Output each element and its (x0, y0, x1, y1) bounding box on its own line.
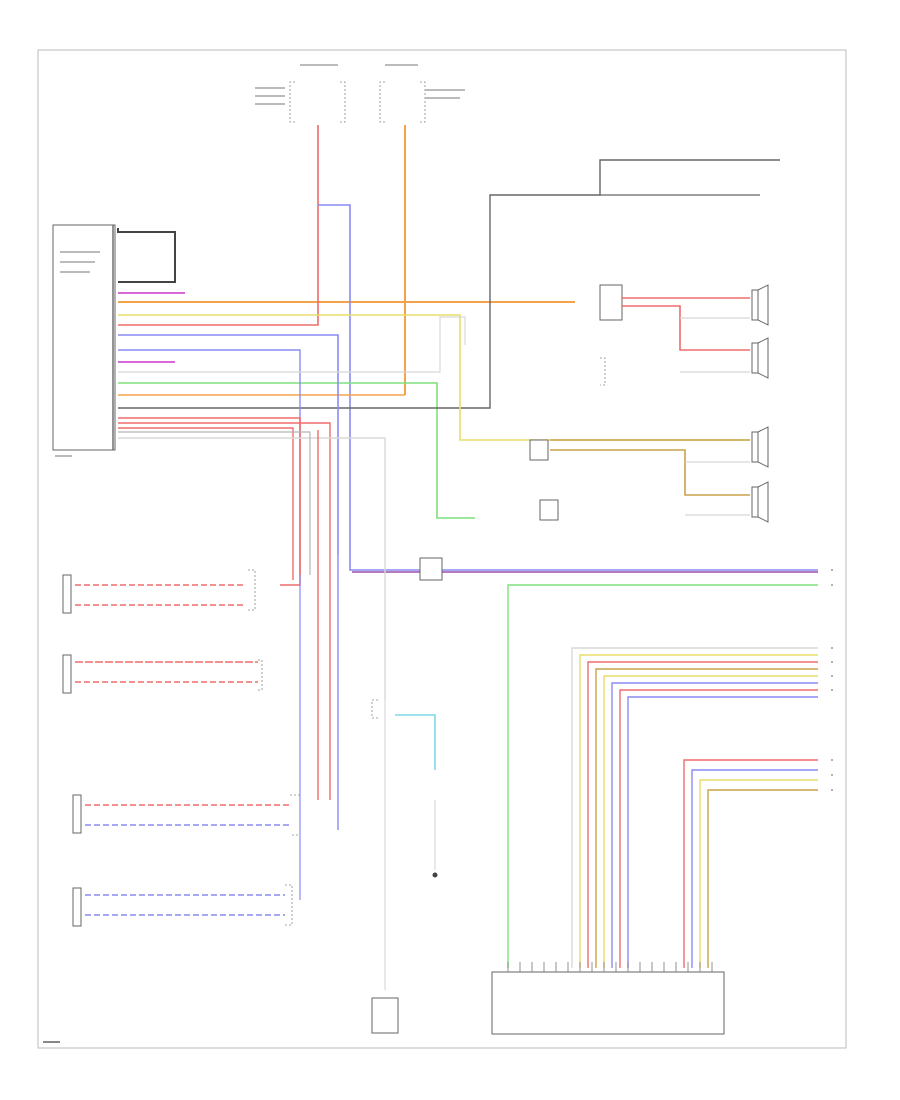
right-edge-pin-markers (831, 569, 833, 791)
left-front-junction (539, 499, 559, 521)
wire-red-right-speaker (622, 305, 750, 351)
wire-lightgray-1 (118, 437, 386, 700)
wire-cyan (395, 714, 436, 770)
junction-right-rear-2 (285, 884, 293, 926)
wire-connector-8 (627, 696, 818, 968)
junction-right-rear (290, 794, 301, 836)
wire-connector-1 (571, 647, 818, 968)
wire-connector-11 (699, 779, 818, 968)
speaker-right-front (751, 337, 769, 379)
wire-yellow-1 (118, 314, 750, 441)
wire-connector-7 (619, 689, 818, 968)
top-junction-right (379, 64, 465, 123)
wire-gray-ground (118, 159, 780, 409)
junction-mid-right (600, 357, 606, 386)
wire-red-vertical (118, 125, 319, 326)
ground-point (432, 872, 438, 878)
left-tweeter-junction (529, 439, 549, 461)
connector-pins (507, 962, 713, 972)
wire-tan-left-front (550, 449, 750, 496)
front-tweeter-junction (599, 284, 623, 321)
speaker-right-tweeter (751, 284, 769, 326)
top-junction-left (255, 64, 346, 123)
wire-blue-2 (118, 334, 339, 555)
diagram-frame (37, 49, 847, 1049)
speaker-left-rear-door (62, 574, 72, 614)
wire-red-right-front (118, 422, 331, 800)
wire-gray-2 (118, 431, 311, 575)
wire-lightgray-2 (118, 316, 466, 373)
wire-ground-top (117, 228, 176, 283)
speaker-left-rear (62, 654, 72, 694)
antenna-amp (419, 557, 443, 581)
speaker-left-front (751, 481, 769, 523)
wire-green-connector (507, 584, 818, 968)
junction-left-rear-2 (258, 659, 263, 691)
wire-connector-3 (587, 661, 818, 968)
wire-red-left-front (118, 417, 301, 586)
wire-connector-2 (579, 654, 818, 968)
wire-blue-top (318, 204, 818, 571)
wire-connector-6 (611, 682, 818, 968)
external-module (371, 997, 399, 1034)
speaker-right-rear-door (72, 794, 82, 834)
connector-unit (491, 971, 725, 1035)
wire-connector-10 (691, 769, 818, 968)
wire-connector-5 (603, 675, 818, 968)
wire-red-left-front-2 (118, 427, 294, 580)
radio-label-lines (55, 251, 100, 457)
speaker-right-rear (72, 887, 82, 927)
junction-left-rear (248, 569, 256, 611)
speaker-left-tweeter (751, 426, 769, 468)
junction-center (371, 699, 378, 719)
wire-connector-4 (595, 668, 818, 968)
wire-connector-12 (707, 789, 818, 968)
wire-green-1 (118, 382, 475, 519)
radio-unit (52, 224, 116, 451)
wire-connector-9 (683, 759, 818, 968)
